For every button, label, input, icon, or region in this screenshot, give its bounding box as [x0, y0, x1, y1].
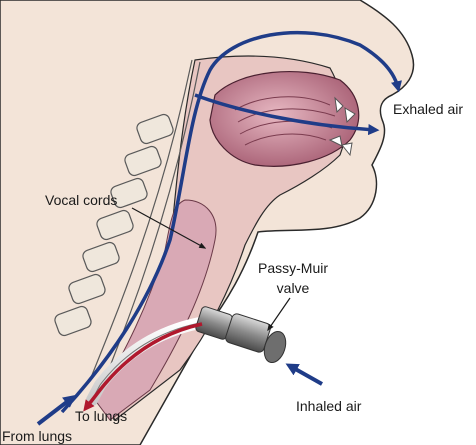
exhaled-air-label: Exhaled air: [393, 101, 464, 117]
teeth: [328, 96, 356, 157]
from-lungs-arrow: [36, 394, 77, 426]
valve-leader: [267, 297, 291, 332]
valve-label-line2: valve: [276, 280, 310, 296]
spinal-lines: [89, 59, 201, 383]
inhaled-air-label: Inhaled air: [296, 398, 362, 414]
valve-label-line1: Passy-Muir: [258, 260, 329, 276]
from-lungs-label: From lungs: [2, 428, 73, 444]
inhaled-air-arrow: [285, 363, 323, 386]
vocal-cords-label: Vocal cords: [45, 192, 118, 208]
vertebrae: [54, 113, 174, 337]
exhaled-mouth-path: [194, 93, 380, 136]
to-lungs-label: To lungs: [75, 408, 128, 424]
vocal-cords-leader: [131, 207, 207, 249]
inhaled-airflow-path: [83, 322, 203, 412]
passy-muir-valve: [195, 306, 287, 364]
passy-muir-valve-label: Passy-Muir valve: [258, 258, 328, 298]
exhaled-airflow-path: [60, 30, 402, 414]
